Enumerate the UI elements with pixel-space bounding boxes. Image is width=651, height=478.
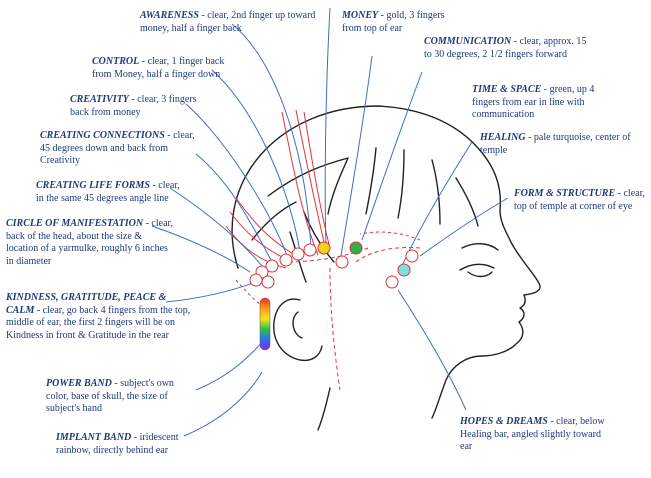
circle-of-manifestation-label: CIRCLE OF MANIFESTATION - clear, back of…	[6, 218, 176, 268]
awareness-point	[304, 244, 316, 256]
creativity-label: CREATIVITY - clear, 3 fingers back from …	[70, 94, 210, 119]
creating-life-forms-label: CREATING LIFE FORMS - clear, in the same…	[36, 180, 186, 205]
awareness-label: AWARENESS - clear, 2nd finger up toward …	[140, 10, 340, 35]
time-space-label: TIME & SPACE - green, up 4 fingers from …	[472, 84, 622, 122]
form-structure-point	[406, 250, 418, 262]
healing-label: HEALING - pale turquoise, center of temp…	[480, 132, 640, 157]
control-point	[292, 248, 304, 260]
creativity-point	[280, 254, 292, 266]
kindness-label: KINDNESS, GRATITUDE, PEACE & CALM - clea…	[6, 292, 192, 342]
chakra-points	[250, 242, 418, 288]
hopes-dreams-point	[386, 276, 398, 288]
form-structure-label: FORM & STRUCTURE - clear, top of temple …	[514, 188, 646, 213]
power-band-label: POWER BAND - subject's own color, base o…	[46, 378, 196, 416]
hopes-dreams-label: HOPES & DREAMS - clear, below Healing ba…	[460, 416, 610, 454]
circle-of-manifestation-point	[250, 274, 262, 286]
communication-label: COMMUNICATION - clear, approx. 15 to 30 …	[424, 36, 594, 61]
time-space-point	[350, 242, 362, 254]
control-label: CONTROL - clear, 1 finger back from Mone…	[92, 56, 232, 81]
money-label: MONEY - gold, 3 fingers from top of ear	[342, 10, 462, 35]
healing-point	[398, 264, 410, 276]
implant-band-label: IMPLANT BAND - iridescent rainbow, direc…	[56, 432, 196, 457]
implant-band-rainbow	[260, 298, 270, 350]
kindness-point-front	[262, 276, 274, 288]
money-point	[318, 242, 330, 254]
communication-point	[336, 256, 348, 268]
creating-connections-label: CREATING CONNECTIONS - clear, 45 degrees…	[40, 130, 200, 168]
